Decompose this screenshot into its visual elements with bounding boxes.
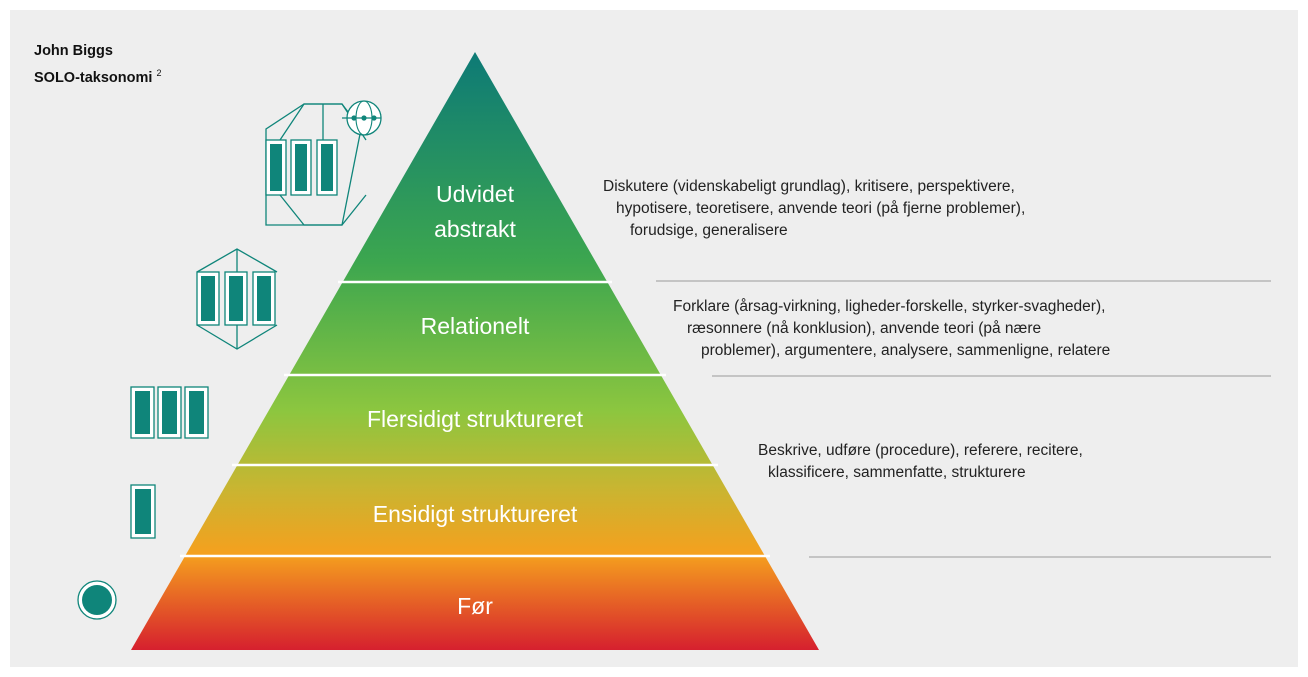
level-label-flersidigt: Flersidigt struktureret xyxy=(367,406,584,432)
unistructural-icon xyxy=(130,484,156,539)
description-line: forudsige, generalisere xyxy=(630,222,788,239)
description-line: hypotisere, teoretisere, anvende teori (… xyxy=(616,200,1026,217)
description-udvidet: Diskutere (videnskabeligt grundlag), kri… xyxy=(603,176,1025,242)
pyramid xyxy=(131,52,819,650)
level-label-udvidet-line1: Udvidet xyxy=(436,181,515,207)
prestructural-icon xyxy=(77,580,117,620)
title-taxonomy: SOLO-taksonomi 2 xyxy=(34,68,162,86)
level-label-for: Før xyxy=(457,593,493,619)
description-line: Diskutere (videnskabeligt grundlag), kri… xyxy=(603,178,1015,195)
level-label-udvidet-line2: abstrakt xyxy=(434,216,516,242)
description-relationelt: Forklare (årsag-virkning, ligheder-forsk… xyxy=(673,296,1110,362)
title-author: John Biggs xyxy=(34,43,113,59)
description-line: Forklare (årsag-virkning, ligheder-forsk… xyxy=(673,298,1106,315)
description-line: klassificere, sammenfatte, strukturere xyxy=(768,464,1026,481)
relational-icon xyxy=(196,248,278,350)
description-line: ræsonnere (nå konklusion), anvende teori… xyxy=(687,320,1042,337)
level-label-relationelt: Relationelt xyxy=(421,313,530,339)
description-flersidigt: Beskrive, udføre (procedure), referere, … xyxy=(758,440,1083,484)
diagram-title: John Biggs SOLO-taksonomi 2 xyxy=(34,40,161,89)
pyramid-tier-dividers xyxy=(180,280,770,558)
level-label-ensidigt: Ensidigt struktureret xyxy=(373,501,578,527)
multistructural-icon xyxy=(130,386,209,439)
description-dividers xyxy=(656,280,1271,558)
extended-abstract-icon xyxy=(265,100,382,226)
description-line: Beskrive, udføre (procedure), referere, … xyxy=(758,442,1083,459)
description-line: problemer), argumentere, analysere, samm… xyxy=(701,342,1111,359)
